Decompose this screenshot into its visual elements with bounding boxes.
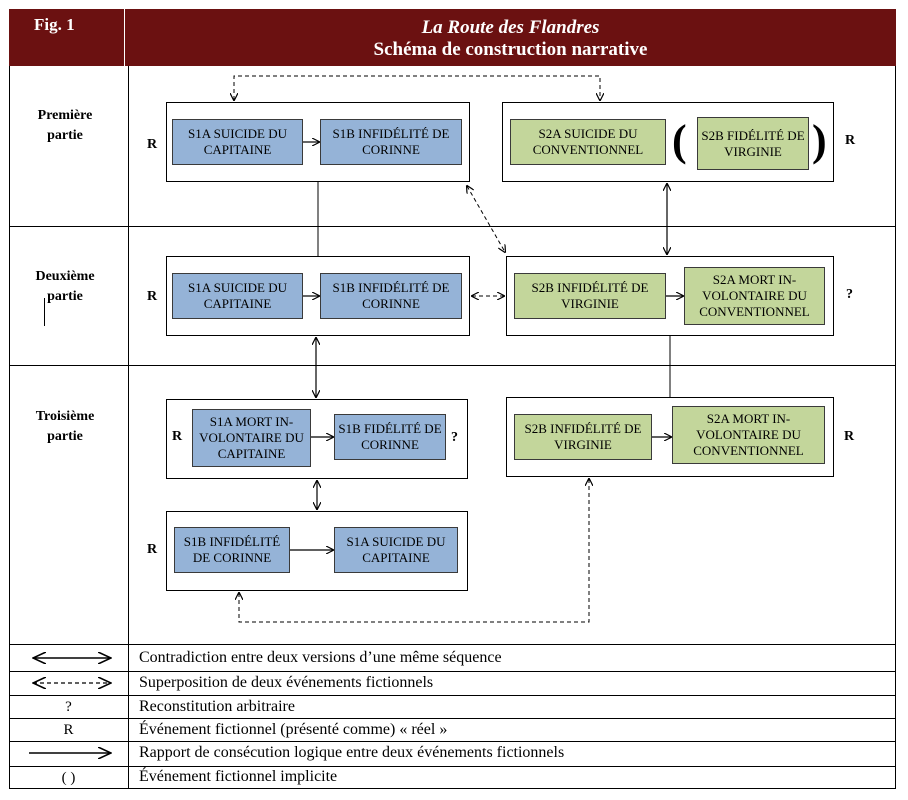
- part-2-line-1: Deuxième: [35, 269, 95, 284]
- node-p3-s2a-mort-conventionnel: S2A MORT IN-VOLONTAIRE DU CONVENTIONNEL: [672, 406, 825, 464]
- node-p1-s1a-suicide-capitaine: S1A SUICIDE DU CAPITAINE: [172, 119, 303, 165]
- part-label-1: Première partie: [12, 106, 118, 146]
- node-p1-s2a-suicide-conventionnel: S2A SUICIDE DU CONVENTIONNEL: [510, 119, 666, 165]
- node-p2-s1a-suicide-capitaine: S1A SUICIDE DU CAPITAINE: [172, 273, 303, 319]
- node-label: INFIDÉLITÉ DE VIRGINIE: [546, 421, 642, 452]
- label-column-divider: [128, 66, 129, 788]
- legend-logical-consecution: Rapport de consécution logique entre deu…: [139, 744, 565, 761]
- title-line-2: Schéma de construction narrative: [373, 39, 648, 60]
- node-label: SUICIDE DU CAPITAINE: [203, 280, 287, 311]
- node-code: S1A: [188, 280, 211, 295]
- node-code: S1B: [183, 534, 207, 549]
- node-code: S2B: [701, 127, 724, 143]
- title-line-1: La Route des Flandres: [421, 17, 600, 38]
- table-border-right: [895, 66, 896, 788]
- node-code: S1B: [332, 280, 355, 295]
- real-marker: R: [147, 137, 158, 152]
- figure-title: La Route des Flandres Schéma de construc…: [125, 9, 896, 61]
- node-p1-s1b-infidelite-corinne: S1B INFIDÉLITÉ DE CORINNE: [320, 119, 462, 165]
- row-divider-2: [9, 365, 896, 366]
- node-label: SUICIDE DU CAPITAINE: [203, 126, 287, 157]
- node-p1-s2b-fidelite-virginie: S2B FIDÉLITÉ DE VIRGINIE: [697, 117, 809, 170]
- part-3-line-1: Troisième: [35, 409, 95, 424]
- question-marker: ?: [846, 287, 853, 302]
- table-border-left: [9, 66, 10, 788]
- node-p3-s1a-mort-capitaine: S1A MORT IN-VOLONTAIRE DU CAPITAINE: [192, 409, 311, 467]
- node-p2-s2b-infidelite-virginie: S2B INFIDÉLITÉ DE VIRGINIE: [514, 273, 666, 319]
- superposition-arrow: [467, 186, 505, 252]
- real-marker: R: [172, 429, 183, 444]
- legend-divider-4: [9, 741, 896, 742]
- figure-header: Fig. 1 La Route des Flandres Schéma de c…: [9, 9, 896, 66]
- text-cursor-mark: [44, 298, 45, 326]
- part-label-2: Deuxième partie: [12, 267, 118, 307]
- figure-number: Fig. 1: [9, 9, 125, 66]
- node-code: S2B: [524, 421, 547, 436]
- implicit-paren-open: (: [672, 116, 687, 165]
- superposition-arrow: [239, 479, 589, 623]
- node-label: FIDÉLITÉ DE VIRGINIE: [723, 127, 805, 159]
- legend-contradiction: Contradiction entre deux versions d’une …: [139, 649, 502, 666]
- legend-divider-5: [9, 766, 896, 767]
- node-label: MORT IN-VOLONTAIRE DU CONVENTIONNEL: [699, 272, 810, 319]
- node-code: S1B: [338, 421, 361, 436]
- legend-divider-2: [9, 695, 896, 696]
- node-code: S1B: [332, 126, 355, 141]
- node-label: INFIDÉLITÉ DE VIRGINIE: [553, 280, 649, 311]
- node-code: S2A: [706, 411, 730, 426]
- legend-symbol-real: R: [63, 722, 74, 738]
- legend-divider-0: [9, 644, 896, 645]
- node-code: S1A: [188, 126, 211, 141]
- part-1-line-2: partie: [47, 128, 83, 143]
- part-1-line-1: Première: [37, 108, 93, 123]
- legend-symbol-question: ?: [65, 699, 72, 715]
- real-marker: R: [147, 542, 158, 557]
- legend-implicit-event: Événement fictionnel implicite: [139, 768, 338, 785]
- legend-arbitrary-reconstruction: Reconstitution arbitraire: [139, 698, 295, 715]
- question-marker: ?: [451, 430, 458, 445]
- part-3-line-2: partie: [47, 429, 83, 444]
- part-label-3: Troisième partie: [12, 407, 118, 447]
- table-border-bottom: [9, 788, 896, 789]
- node-p3-s2b-infidelite-virginie: S2B INFIDÉLITÉ DE VIRGINIE: [514, 414, 652, 460]
- real-marker: R: [845, 133, 856, 148]
- node-p2-s2a-mort-conventionnel: S2A MORT IN-VOLONTAIRE DU CONVENTIONNEL: [684, 267, 825, 325]
- node-p3-s1b-fidelite-corinne: S1B FIDÉLITÉ DE CORINNE: [334, 414, 446, 460]
- legend-divider-3: [9, 718, 896, 719]
- node-label: SUICIDE DU CONVENTIONNEL: [532, 126, 644, 157]
- legend-divider-1: [9, 671, 896, 672]
- node-label: FIDÉLITÉ DE CORINNE: [360, 421, 442, 452]
- legend-symbol-parens: ( ): [61, 770, 76, 786]
- row-divider-1: [9, 226, 896, 227]
- legend-real-event: Événement fictionnel (présenté comme) « …: [139, 721, 448, 738]
- node-label: MORT IN-VOLONTAIRE DU CONVENTIONNEL: [693, 411, 804, 458]
- real-marker: R: [147, 289, 158, 304]
- node-code: S2A: [538, 126, 561, 141]
- legend-superposition: Superposition de deux événements fiction…: [139, 674, 434, 691]
- node-code: S2B: [531, 280, 554, 295]
- real-marker: R: [844, 429, 855, 444]
- node-code: S1A: [209, 414, 233, 429]
- implicit-paren-close: ): [812, 116, 827, 165]
- node-p2-s1b-infidelite-corinne: S1B INFIDÉLITÉ DE CORINNE: [320, 273, 462, 319]
- superposition-arrow: [234, 75, 600, 100]
- part-2-line-2: partie: [47, 289, 83, 304]
- node-label: INFIDÉLITÉ DE CORINNE: [354, 126, 450, 157]
- node-label: MORT IN-VOLONTAIRE DU CAPITAINE: [199, 414, 304, 461]
- node-label: INFIDÉLITÉ DE CORINNE: [354, 280, 450, 311]
- node-code: S2A: [712, 272, 736, 287]
